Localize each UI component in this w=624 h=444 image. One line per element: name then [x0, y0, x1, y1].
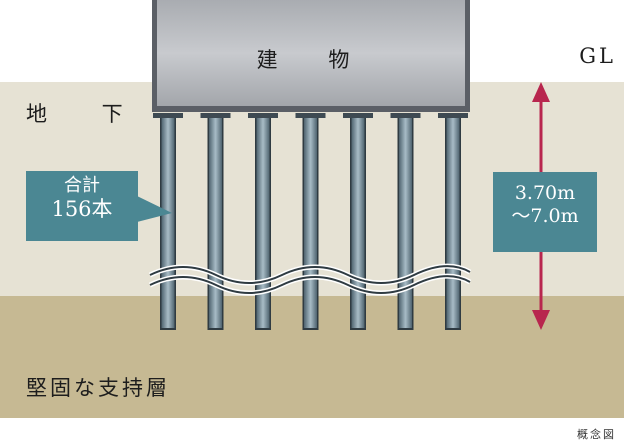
underground-label: 地 下 — [26, 102, 147, 126]
gl-label: GL — [579, 44, 616, 68]
building-label: 建 物 — [256, 48, 372, 72]
depth-callout: 3.70m ～7.0m — [493, 174, 597, 250]
pile — [248, 113, 278, 330]
pile-callout-line2: 156本 — [51, 196, 113, 221]
building — [152, 0, 470, 112]
depth-arrow — [532, 82, 550, 330]
bearing-stratum-label: 堅固な支持層 — [26, 376, 170, 400]
conceptual-diagram-note: 概念図 — [577, 428, 616, 441]
break-lines — [148, 263, 472, 296]
pile-count-callout-box — [26, 171, 172, 241]
pile-count-callout: 合計 156本 — [26, 171, 138, 241]
depth-callout-line2: ～7.0m — [511, 205, 579, 228]
depth-callout-line1: 3.70m — [514, 182, 576, 204]
pile-callout-line1: 合計 — [64, 175, 100, 196]
depth-callout-box — [493, 172, 597, 252]
